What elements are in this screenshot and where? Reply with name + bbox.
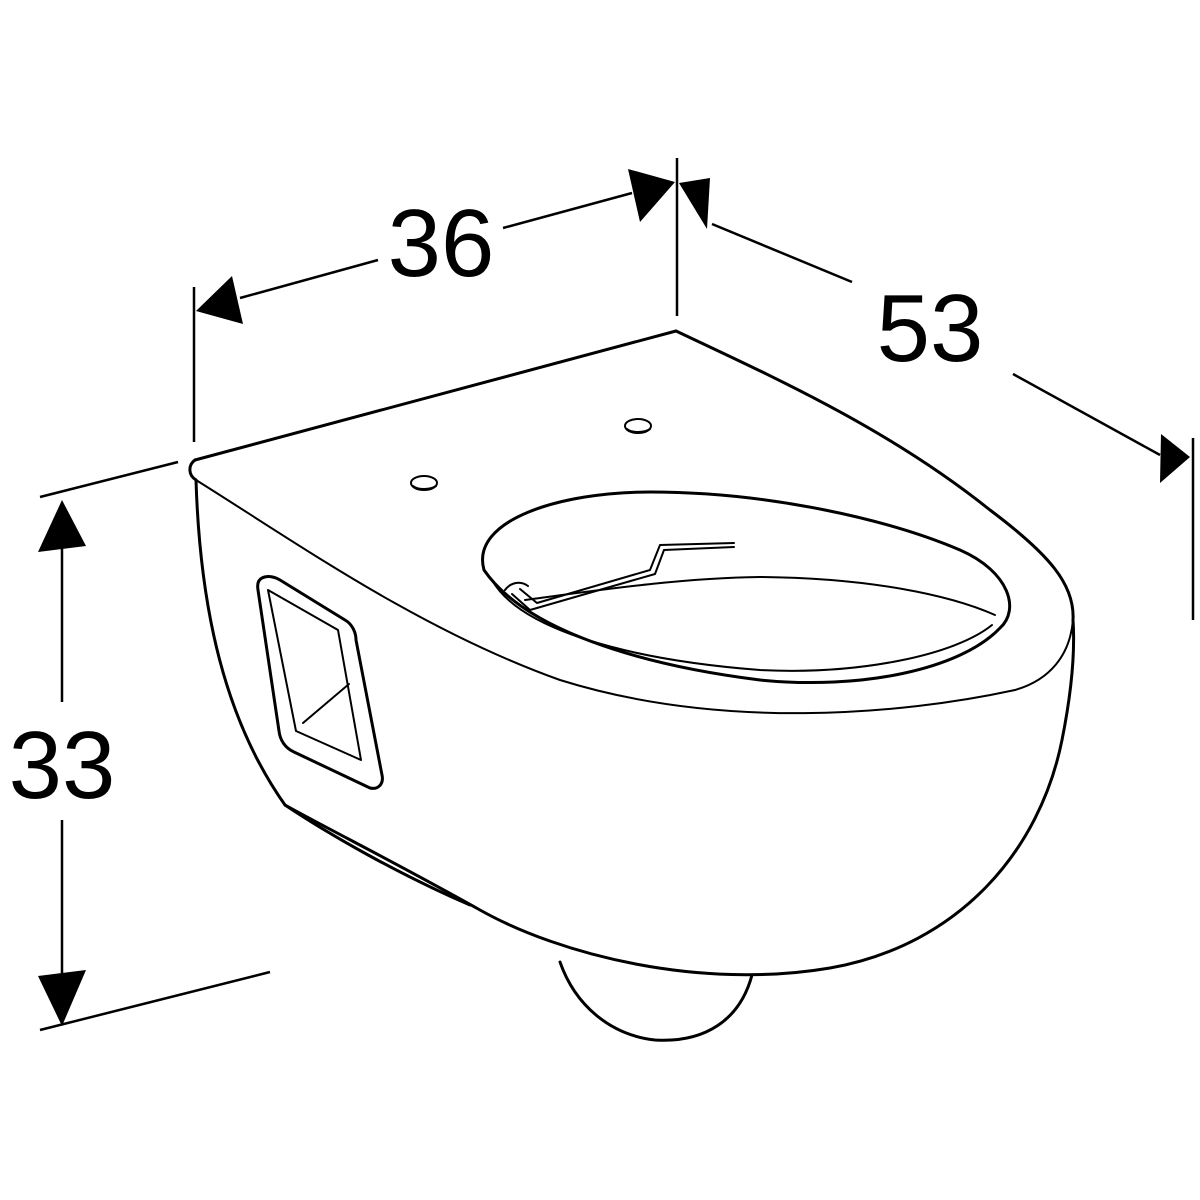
- height-arrowhead-bottom: [38, 970, 86, 1026]
- bowl-inner-ledge: [524, 576, 996, 616]
- height-arrowhead-top: [38, 500, 86, 552]
- depth-arrowhead-top: [679, 178, 710, 229]
- height-value: 33: [9, 712, 116, 819]
- width-arrowhead-right: [628, 169, 675, 222]
- dimension-width: 36: [192, 158, 679, 442]
- flush-rim: [511, 546, 735, 611]
- side-opening-outer: [256, 575, 384, 790]
- depth-arrowhead-bottom: [1160, 434, 1190, 483]
- side-opening-inner: [267, 589, 362, 761]
- bowl-outline: [194, 478, 1076, 977]
- base-ridge: [283, 803, 472, 907]
- seat-fixing-holes: [410, 418, 652, 491]
- top-right-edge: [674, 329, 1075, 622]
- depth-value: 53: [877, 275, 984, 382]
- height-extension-line-top: [39, 460, 179, 499]
- front-shoulder-line: [195, 479, 1074, 715]
- side-fixing-opening: [256, 575, 384, 790]
- fixing-hole-left: [410, 475, 438, 491]
- height-extension-line-bottom: [39, 970, 271, 1032]
- bowl-rim-inner: [491, 579, 993, 672]
- bowl-opening: [481, 490, 1011, 685]
- bowl-rim-outer: [481, 490, 1011, 685]
- rear-corner: [188, 458, 198, 482]
- depth-dimension-line-upper: [711, 222, 853, 284]
- outlet-bulge: [558, 960, 754, 1042]
- width-dimension-line-right: [502, 191, 633, 230]
- fixing-hole-right: [624, 418, 652, 434]
- width-arrowhead-left: [196, 276, 243, 324]
- toilet-body: [188, 329, 1076, 1042]
- dimension-height: 33: [9, 460, 271, 1032]
- dimension-depth: 53: [679, 178, 1195, 620]
- width-dimension-line-left: [239, 258, 379, 300]
- depth-dimension-line-lower: [1012, 372, 1161, 457]
- top-back-edge: [193, 329, 678, 462]
- width-value: 36: [388, 190, 495, 297]
